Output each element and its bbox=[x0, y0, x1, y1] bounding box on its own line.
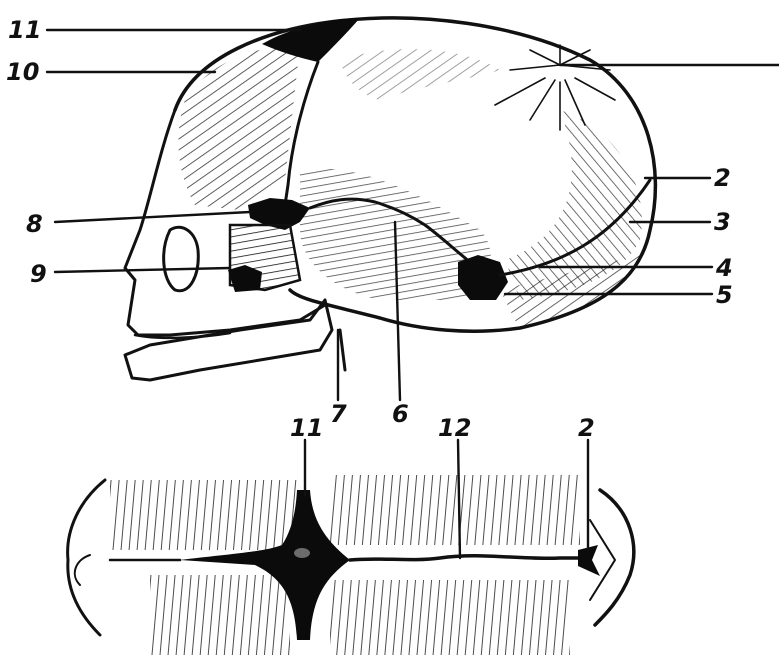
label-3: 3 bbox=[714, 208, 731, 236]
styloid-process bbox=[340, 330, 345, 370]
label-2-lateral: 2 bbox=[714, 164, 731, 192]
label-9: 9 bbox=[30, 260, 47, 288]
label-7: 7 bbox=[330, 400, 347, 428]
label-12: 12 bbox=[438, 414, 471, 442]
mastoid-fontanelle bbox=[458, 255, 508, 300]
label-6: 6 bbox=[392, 400, 409, 428]
label-8: 8 bbox=[26, 210, 43, 238]
label-10: 10 bbox=[6, 58, 39, 86]
label-11-lateral: 11 bbox=[8, 16, 41, 44]
sagittal-suture bbox=[350, 556, 582, 560]
label-4: 4 bbox=[715, 254, 733, 282]
mandible bbox=[125, 300, 332, 380]
label-2-superior: 2 bbox=[578, 414, 595, 442]
parietal-eminence-rays bbox=[495, 45, 615, 130]
label-11-superior: 11 bbox=[290, 414, 323, 442]
superior-skull-view: 11 12 2 bbox=[68, 414, 634, 655]
label-5: 5 bbox=[716, 281, 733, 309]
lateral-skull-view: 11 10 2 8 3 9 4 5 7 6 bbox=[6, 16, 779, 428]
